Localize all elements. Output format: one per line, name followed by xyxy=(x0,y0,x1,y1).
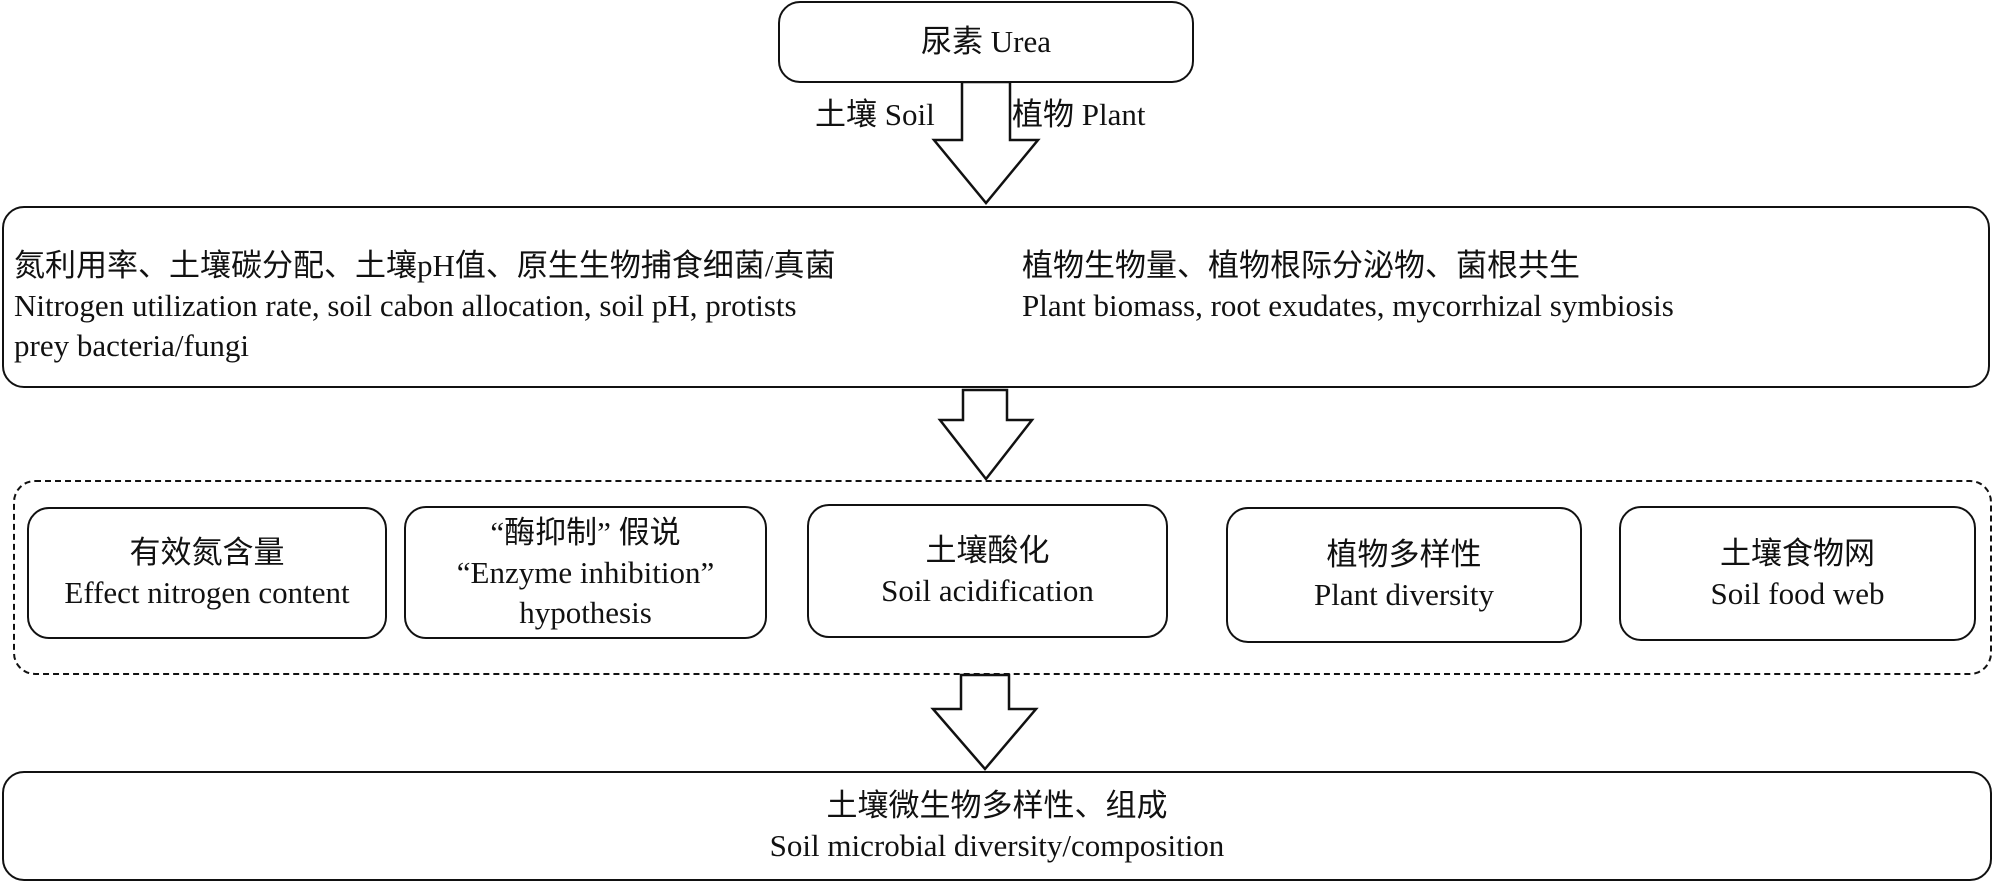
factor-zh: 土壤食物网 xyxy=(1720,535,1875,571)
mechanisms-box: 氮利用率、土壤碳分配、土壤pH值、原生生物捕食细菌/真菌 Nitrogen ut… xyxy=(2,206,1990,388)
factor-en: “Enzyme inhibition” xyxy=(456,554,715,590)
factor-en: Effect nitrogen content xyxy=(64,575,350,610)
plant-branch-label: 植物 Plant xyxy=(1012,97,1146,132)
plant-mechanisms: 植物生物量、植物根际分泌物、菌根共生 Plant biomass, root e… xyxy=(1022,246,1972,326)
factor-soil-acidification: 土壤酸化 Soil acidification xyxy=(807,504,1168,638)
factor-en: Plant diversity xyxy=(1314,577,1494,612)
factor-zh: 土壤酸化 xyxy=(925,533,1050,568)
outcome-zh: 土壤微生物多样性、组成 xyxy=(826,788,1168,823)
factor-effective-nitrogen: 有效氮含量 Effect nitrogen content xyxy=(27,507,387,639)
factor-enzyme-inhibition: “酶抑制” 假说 “Enzyme inhibition” hypothesis xyxy=(404,506,767,639)
urea-node: 尿素 Urea xyxy=(778,1,1194,83)
factor-soil-food-web: 土壤食物网 Soil food web xyxy=(1619,506,1976,641)
outcome-box: 土壤微生物多样性、组成 Soil microbial diversity/com… xyxy=(2,771,1992,881)
soil-mechanisms-en-2: prey bacteria/fungi xyxy=(14,328,249,363)
factor-zh: 有效氮含量 xyxy=(129,535,285,570)
soil-mechanisms-zh: 氮利用率、土壤碳分配、土壤pH值、原生生物捕食细菌/真菌 xyxy=(14,248,836,283)
factor-en: Soil acidification xyxy=(881,573,1094,608)
urea-label: 尿素 Urea xyxy=(921,24,1051,59)
plant-mechanisms-zh: 植物生物量、植物根际分泌物、菌根共生 xyxy=(1022,248,1580,283)
factor-zh: 植物多样性 xyxy=(1326,537,1482,572)
arrow-mechanisms-to-factors xyxy=(937,388,1035,482)
factor-en: hypothesis xyxy=(519,594,652,630)
outcome-en: Soil microbial diversity/composition xyxy=(769,828,1225,863)
soil-mechanisms: 氮利用率、土壤碳分配、土壤pH值、原生生物捕食细菌/真菌 Nitrogen ut… xyxy=(14,246,964,366)
factors-group xyxy=(13,480,1992,675)
plant-mechanisms-en: Plant biomass, root exudates, mycorrhiza… xyxy=(1022,288,1674,323)
arrow-factors-to-outcome xyxy=(930,673,1039,771)
soil-mechanisms-en-1: Nitrogen utilization rate, soil cabon al… xyxy=(14,288,797,323)
soil-branch-label: 土壤 Soil xyxy=(815,97,935,132)
factor-en: Soil food web xyxy=(1710,575,1885,611)
factor-zh: “酶抑制” 假说 xyxy=(490,514,681,550)
factor-plant-diversity: 植物多样性 Plant diversity xyxy=(1226,507,1582,643)
